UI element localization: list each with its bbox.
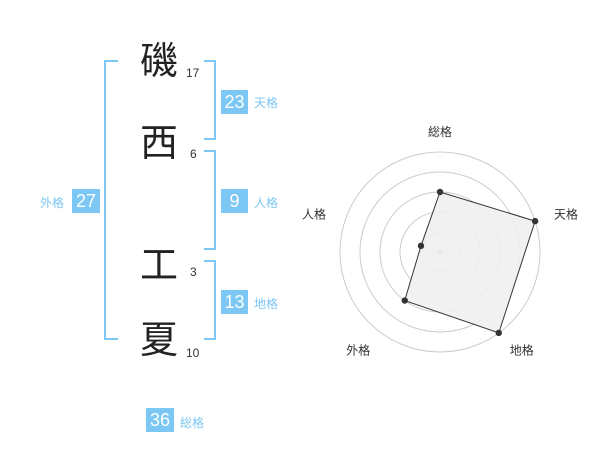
soukaku-value-badge: 36 xyxy=(146,408,174,432)
jinkaku-label: 人格 xyxy=(254,196,279,210)
stroke-count-3: 3 xyxy=(190,265,197,279)
gaikaku-bracket xyxy=(104,60,118,340)
radar-point-3 xyxy=(495,329,502,337)
chikaku-label: 地格 xyxy=(254,297,279,311)
tenkaku-bracket xyxy=(204,60,216,140)
gaikaku-value-badge: 27 xyxy=(72,189,100,213)
radar-axis-label-3: 地格 xyxy=(510,343,534,358)
radar-point-4 xyxy=(401,297,408,304)
chikaku-bracket xyxy=(204,260,216,340)
radar-value-polygon xyxy=(404,191,536,334)
name-char-2: 西 xyxy=(139,121,178,165)
radar-axis-label-5: 人格 xyxy=(302,206,326,221)
radar-ring-5 xyxy=(339,151,541,353)
jinkaku-bracket xyxy=(204,150,216,250)
tenkaku-label: 天格 xyxy=(254,96,279,110)
radar-axis-label-2: 天格 xyxy=(554,206,578,221)
stroke-count-4: 10 xyxy=(186,346,200,360)
stroke-count-1: 17 xyxy=(186,66,200,80)
gaikaku-label: 外格 xyxy=(40,196,65,210)
radar-points xyxy=(401,188,539,337)
radar-point-1 xyxy=(436,188,444,196)
name-char-1: 磯 xyxy=(139,39,178,83)
chikaku-value-badge: 13 xyxy=(221,290,248,314)
stroke-count-2: 6 xyxy=(190,147,197,161)
name-char-4: 夏 xyxy=(139,318,178,362)
radar-axis-label-4: 外格 xyxy=(346,343,370,358)
jinkaku-value-badge: 9 xyxy=(221,189,248,213)
radar-point-5 xyxy=(417,242,425,250)
soukaku-label: 総格 xyxy=(180,416,205,430)
radar-axis-label-1: 総格 xyxy=(428,124,452,139)
tenkaku-value-badge: 23 xyxy=(221,90,248,114)
name-char-3: 工 xyxy=(139,243,178,287)
radar-point-2 xyxy=(531,217,539,225)
